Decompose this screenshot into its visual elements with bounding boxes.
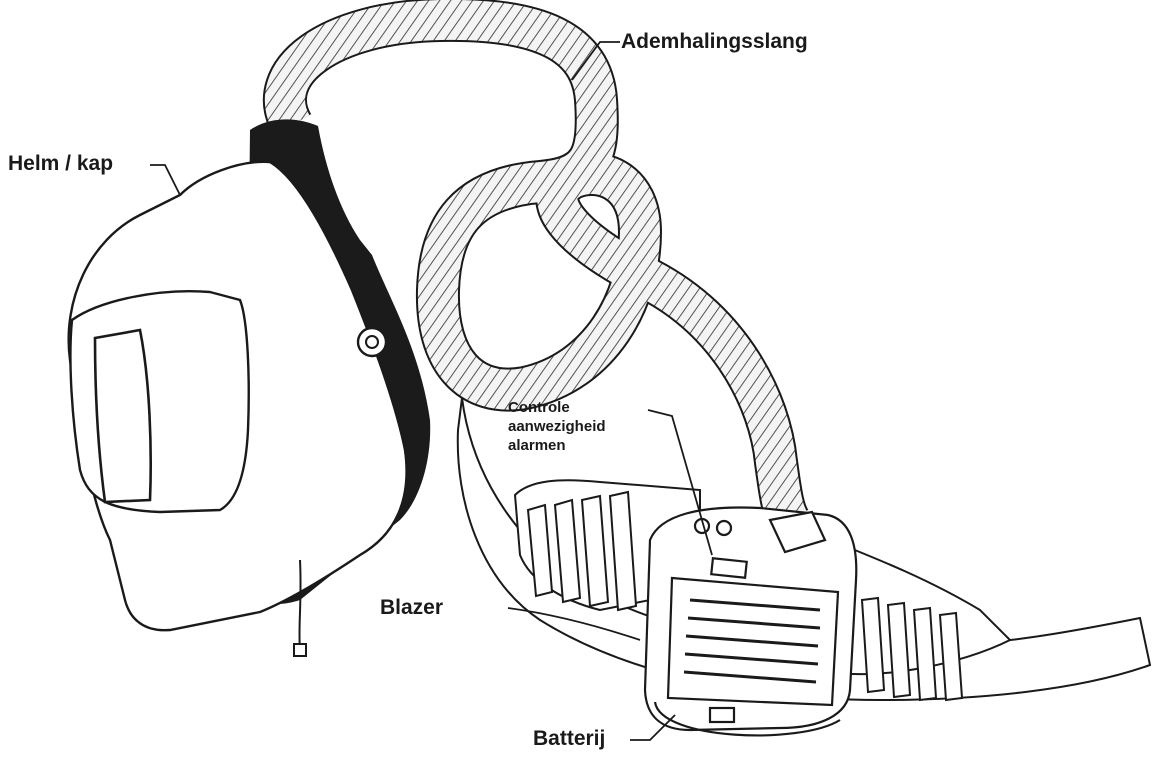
welding-helmet <box>69 119 431 656</box>
helmet-label: Helm / kap <box>8 152 113 176</box>
control-label-line3: alarmen <box>508 436 648 455</box>
control-label: Controle aanwezigheid alarmen <box>508 398 648 455</box>
battery-label: Batterij <box>533 727 605 751</box>
blower-label: Blazer <box>380 596 443 620</box>
leader-helmet <box>150 165 180 195</box>
hose-label: Ademhalingsslang <box>621 30 808 54</box>
blower-unit <box>645 507 856 735</box>
control-label-line1: Controle <box>508 398 648 417</box>
control-label-line2: aanwezigheid <box>508 417 648 436</box>
